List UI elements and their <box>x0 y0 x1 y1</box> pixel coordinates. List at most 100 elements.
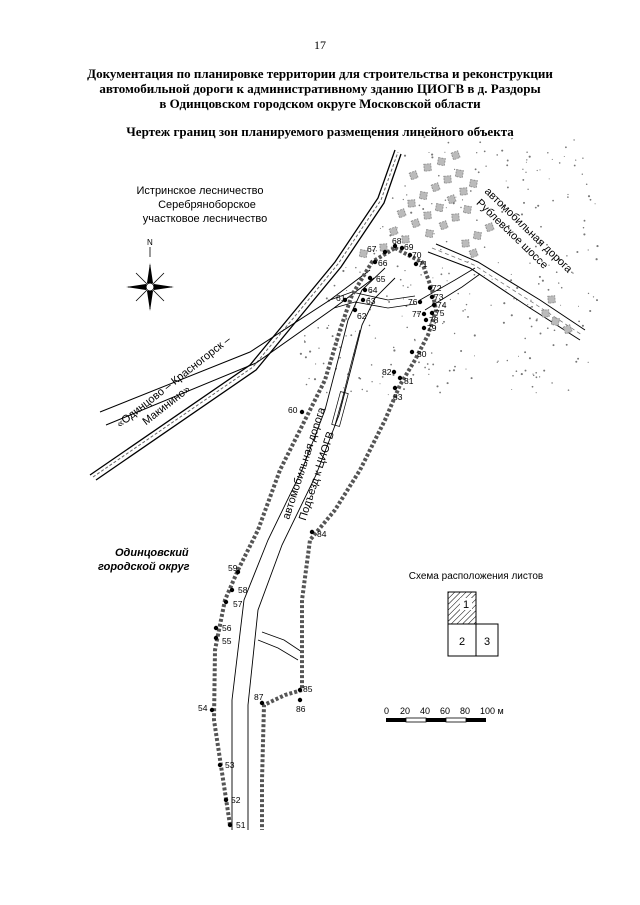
forestry-label-3: участковое лесничество <box>143 213 267 225</box>
boundary-point-label-68: 68 <box>392 236 402 246</box>
title-line-2: автомобильной дороги к административному… <box>99 81 541 96</box>
boundary-point-75 <box>429 310 435 316</box>
boundary-point-64 <box>362 287 368 293</box>
scale-bar: 0 20 40 60 80 100 м <box>384 706 504 723</box>
boundary-point-label-53: 53 <box>225 760 235 770</box>
boundary-point-label-54: 54 <box>198 703 208 713</box>
boundary-point-80 <box>409 349 415 355</box>
boundary-point-label-73: 73 <box>434 292 444 302</box>
boundary-point-label-77: 77 <box>412 309 422 319</box>
boundary-point-85 <box>297 687 303 693</box>
boundary-point-label-63: 63 <box>366 296 376 306</box>
boundary-point-84 <box>309 529 315 535</box>
boundary-point-76 <box>417 299 423 305</box>
boundary-point-label-58: 58 <box>238 585 248 595</box>
sheet-1-label: 1 <box>463 599 469 611</box>
boundary-point-label-66: 66 <box>378 258 388 268</box>
sheet-scheme-title: Схема расположения листов <box>409 571 543 582</box>
boundary-point-71 <box>413 261 419 267</box>
boundary-point-label-55: 55 <box>222 636 232 646</box>
scale-tick-label: 40 <box>420 706 430 716</box>
boundary-point-label-61: 61 <box>336 293 346 303</box>
boundary-point-label-84: 84 <box>317 529 327 539</box>
boundary-point-label-86: 86 <box>296 704 306 714</box>
sheet-2-label: 2 <box>459 636 465 648</box>
boundary-point-56 <box>213 625 219 631</box>
boundary-point-label-75: 75 <box>435 308 445 318</box>
scale-tick-label: 100 м <box>480 706 504 716</box>
boundary-point-55 <box>213 635 219 641</box>
boundary-point-81 <box>397 375 403 381</box>
boundary-point-label-85: 85 <box>303 684 313 694</box>
scale-tick-label: 20 <box>400 706 410 716</box>
boundary-point-87 <box>259 700 265 706</box>
north-label: N <box>147 238 153 247</box>
boundary-point-label-65: 65 <box>376 274 386 284</box>
boundary-point-label-59: 59 <box>228 563 238 573</box>
boundary-point-label-52: 52 <box>231 795 241 805</box>
highway <box>419 243 586 341</box>
scale-tick-label: 0 <box>384 706 389 716</box>
boundary-point-68 <box>392 243 398 249</box>
boundary-point-label-69: 69 <box>404 242 414 252</box>
title-line-3: в Одинцовском городском округе Московско… <box>159 96 481 111</box>
boundary-point-67 <box>382 249 388 255</box>
boundary-point-label-70: 70 <box>412 250 422 260</box>
boundary-point-label-76: 76 <box>408 297 418 307</box>
map-labels: Истринское лесничество Серебряноборское … <box>98 185 575 573</box>
district-label-1: Одинцовский <box>115 547 189 559</box>
scale-tick-label: 80 <box>460 706 470 716</box>
document-title: Документация по планировке территории дл… <box>60 66 580 111</box>
forestry-label-2: Серебряноборское <box>158 199 256 211</box>
boundary-point-label-74: 74 <box>437 300 447 310</box>
boundary-point-59 <box>235 569 241 575</box>
boundary-point-70 <box>407 252 413 258</box>
boundary-point-57 <box>223 599 229 605</box>
scale-tick-label: 60 <box>440 706 450 716</box>
highway-label-1: автомобильная дорога <box>482 186 575 276</box>
boundary-point-label-80: 80 <box>417 349 427 359</box>
boundary-point-label-83: 83 <box>393 392 403 402</box>
boundary-point-label-87: 87 <box>254 692 264 702</box>
boundary-point-61 <box>342 297 348 303</box>
railway-label-1: «Одинцово – Красногорск – <box>114 333 233 430</box>
boundary-point-label-72: 72 <box>432 283 442 293</box>
boundary-point-82 <box>391 369 397 375</box>
boundary-point-66 <box>372 259 378 265</box>
title-line-1: Документация по планировке территории дл… <box>87 66 553 81</box>
boundary-point-63 <box>360 297 366 303</box>
sheet-3-box <box>475 623 499 657</box>
boundary-point-79 <box>421 325 427 331</box>
boundary-point-label-60: 60 <box>288 405 298 415</box>
sheet-2-box <box>447 623 477 657</box>
boundary-point-52 <box>223 797 229 803</box>
boundary-point-label-81: 81 <box>404 376 414 386</box>
boundary-point-label-78: 78 <box>429 315 439 325</box>
boundary-point-53 <box>217 762 223 768</box>
boundary-point-78 <box>423 317 429 323</box>
sheet-layout-scheme: Схема расположения листов 1 2 3 <box>409 571 543 657</box>
boundary-point-77 <box>421 311 427 317</box>
boundary-point-69 <box>399 245 405 251</box>
access-road <box>231 267 396 830</box>
boundary-point-65 <box>367 275 373 281</box>
boundary-point-60 <box>299 409 305 415</box>
terrain-dots <box>299 135 599 396</box>
boundary-point-label-79: 79 <box>427 323 437 333</box>
boundary-point-label-64: 64 <box>368 285 378 295</box>
forestry-label-1: Истринское лесничество <box>137 185 264 197</box>
boundary-point-label-56: 56 <box>222 623 232 633</box>
boundary-point-58 <box>229 587 235 593</box>
boundary-point-label-82: 82 <box>382 367 392 377</box>
boundary-point-51 <box>227 822 233 828</box>
boundary-points: 5152535455565758596061626364656667686970… <box>198 236 447 830</box>
sheet-3-label: 3 <box>484 636 490 648</box>
page-number: 17 <box>314 38 326 52</box>
boundary-point-73 <box>429 294 435 300</box>
drawing-title: Чертеж границ зон планируемого размещени… <box>126 124 514 139</box>
boundary-point-62 <box>352 307 358 313</box>
buildings <box>358 150 573 335</box>
district-label-2: городской округ <box>98 561 190 573</box>
boundary-point-label-71: 71 <box>418 259 428 269</box>
